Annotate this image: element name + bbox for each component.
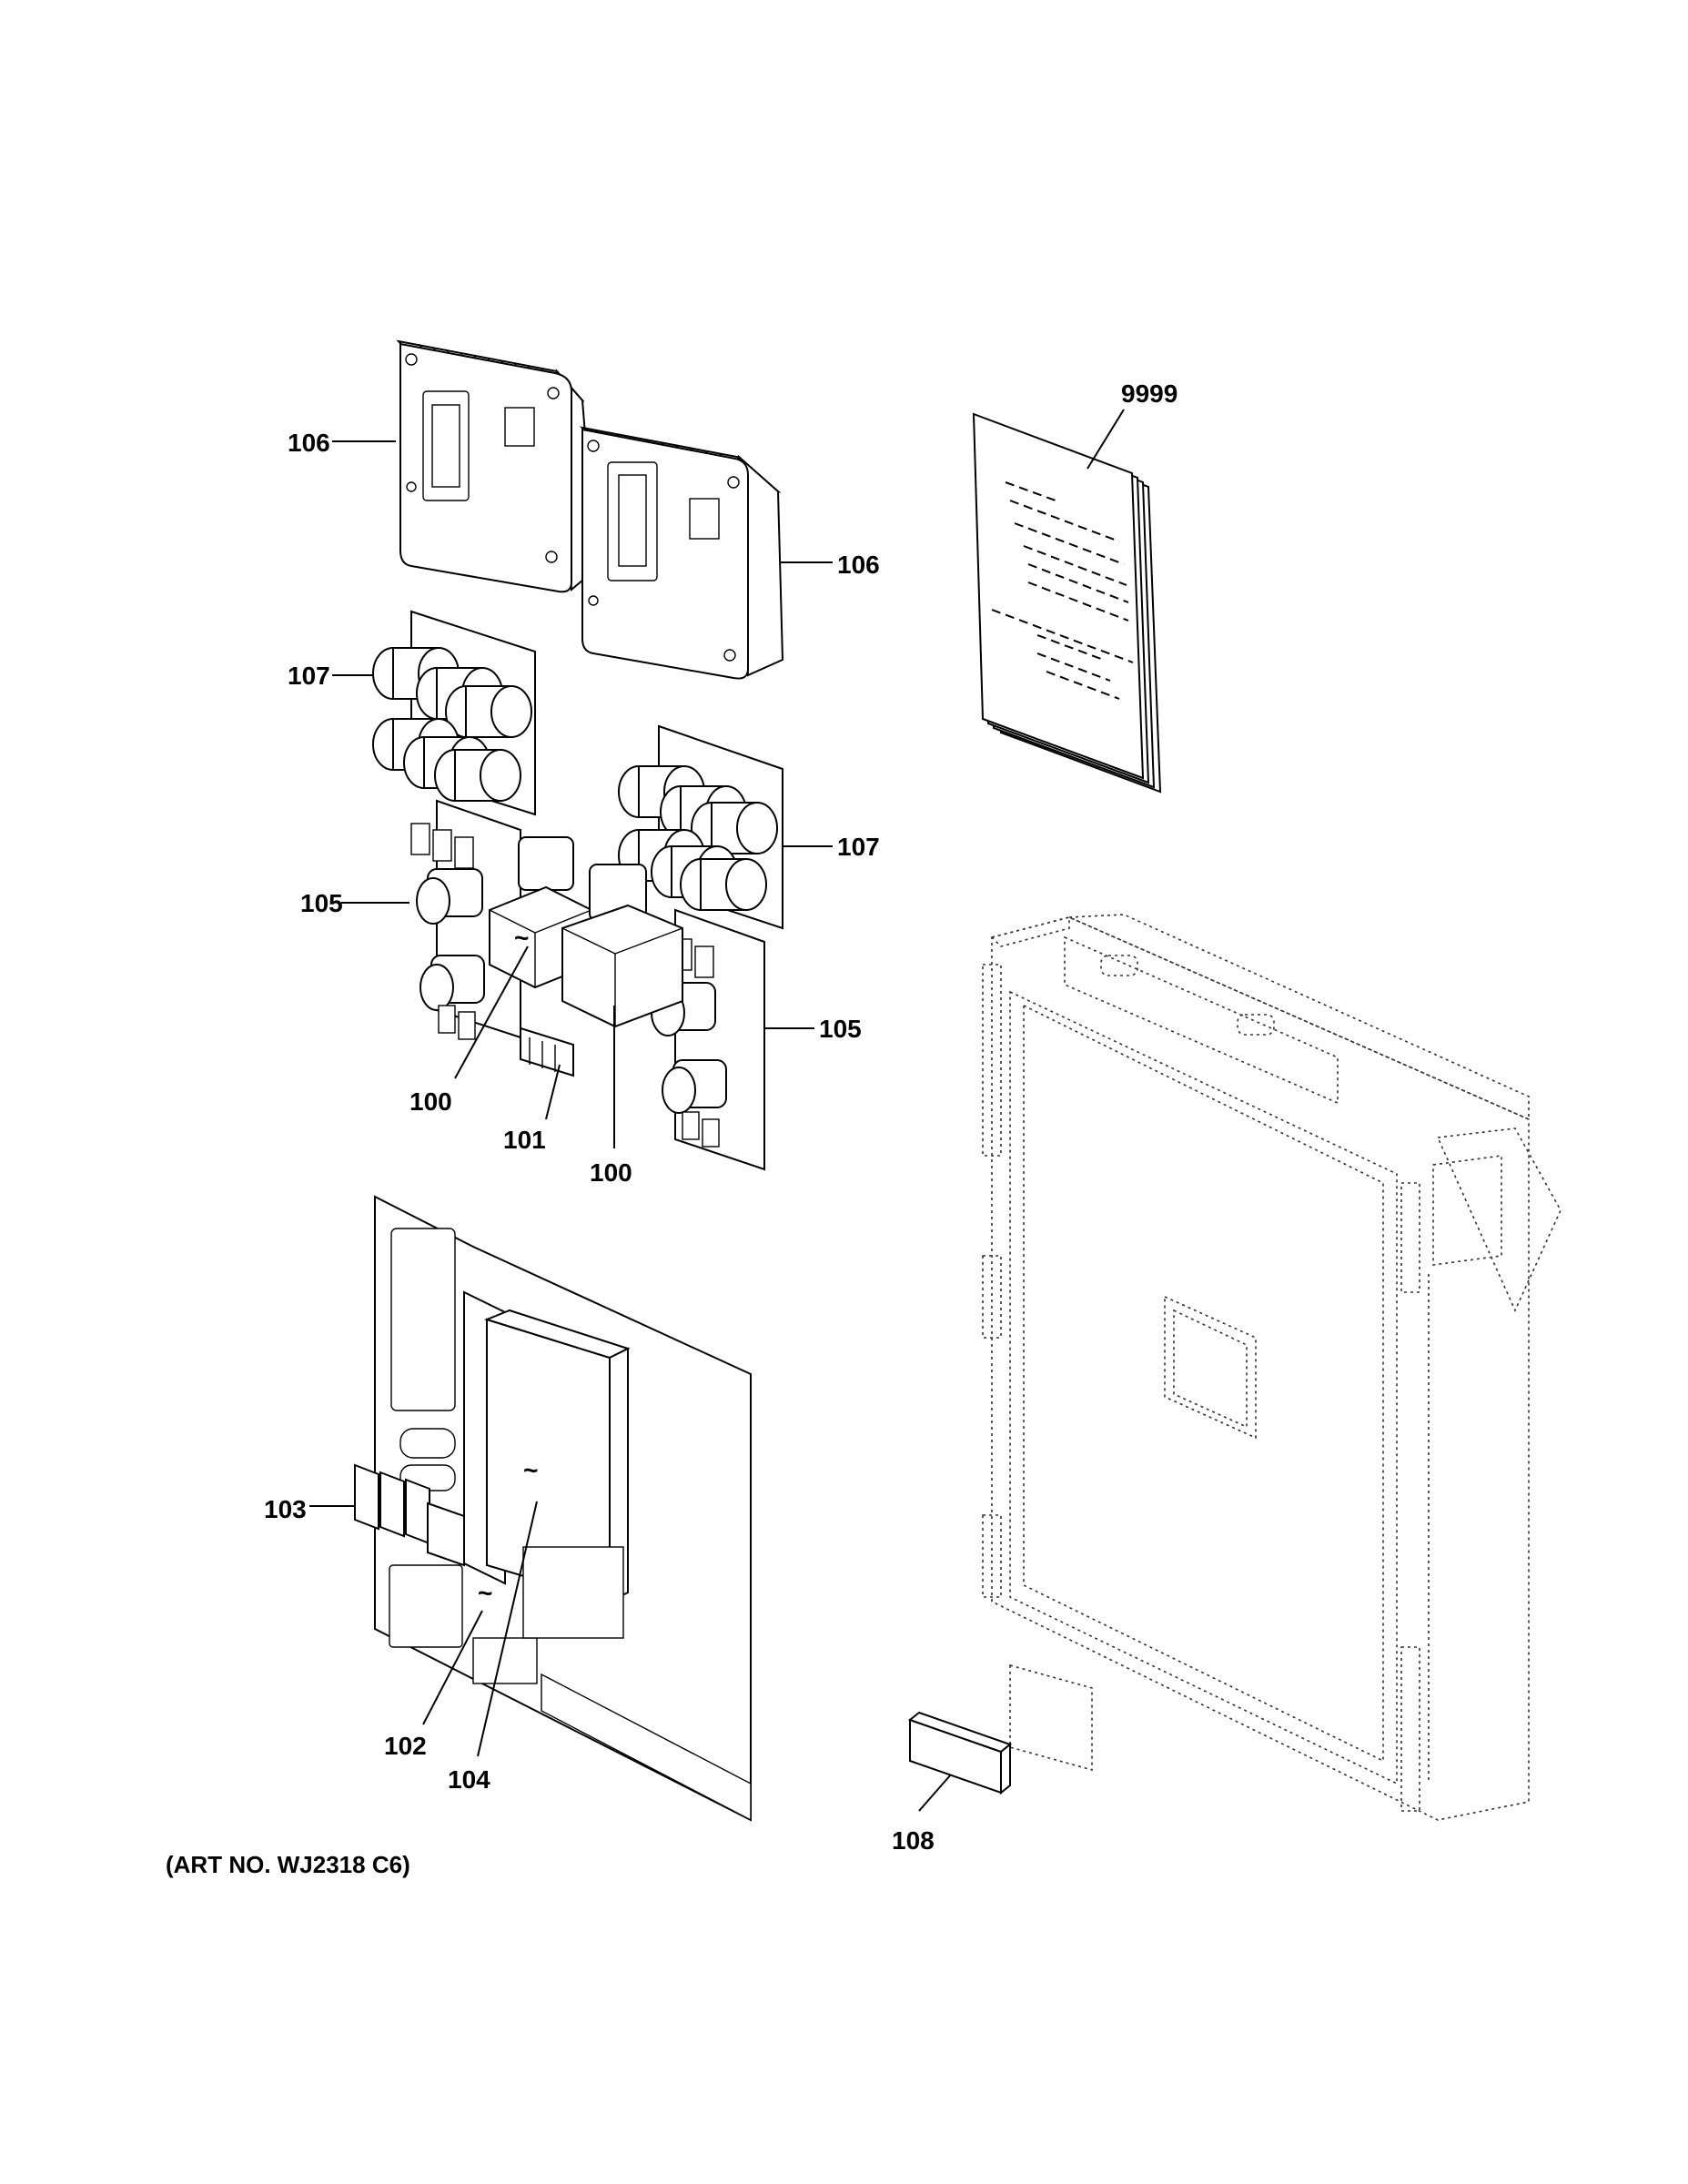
inverter-board-105-right: [651, 908, 765, 1171]
callout-104: 104: [448, 1765, 490, 1794]
capacitor-board-107-left: [372, 610, 536, 816]
transformer-block-100-right: [561, 864, 683, 1028]
callout-103: 103: [264, 1495, 307, 1523]
tilde-icon: ~: [478, 1579, 492, 1607]
callout-107: 107: [288, 662, 330, 690]
callout-105: 105: [819, 1015, 862, 1043]
literature-manual-9999: [972, 412, 1162, 794]
callout-107: 107: [837, 833, 880, 861]
cover-plate-108: [907, 1711, 1013, 1795]
leader-lines: [309, 409, 1125, 1812]
callout-101: 101: [503, 1126, 546, 1154]
callout-102: 102: [384, 1732, 427, 1760]
control-board-104: ~: [463, 1290, 631, 1639]
tilde-icon: ~: [523, 1456, 538, 1484]
capacitor-board-107-right: [618, 724, 783, 930]
art-number-caption: (ART NO. WJ2318 C6): [166, 1851, 410, 1878]
tilde-icon: ~: [514, 924, 529, 952]
callout-100: 100: [590, 1158, 632, 1187]
callout-106: 106: [837, 551, 880, 579]
inverter-board-105-left: [410, 799, 521, 1040]
callout-9999: 9999: [1121, 379, 1178, 408]
callout-106: 106: [288, 429, 330, 457]
cabinet-outline: [982, 914, 1562, 1821]
callout-105: 105: [300, 889, 343, 917]
heatsink-module-106-right: [579, 426, 784, 680]
callout-108: 108: [892, 1826, 935, 1855]
terminal-block-103: [354, 1463, 465, 1567]
connector-101: [520, 1026, 574, 1077]
heatsink-module-106-left: [396, 339, 598, 593]
callout-100: 100: [409, 1087, 452, 1116]
